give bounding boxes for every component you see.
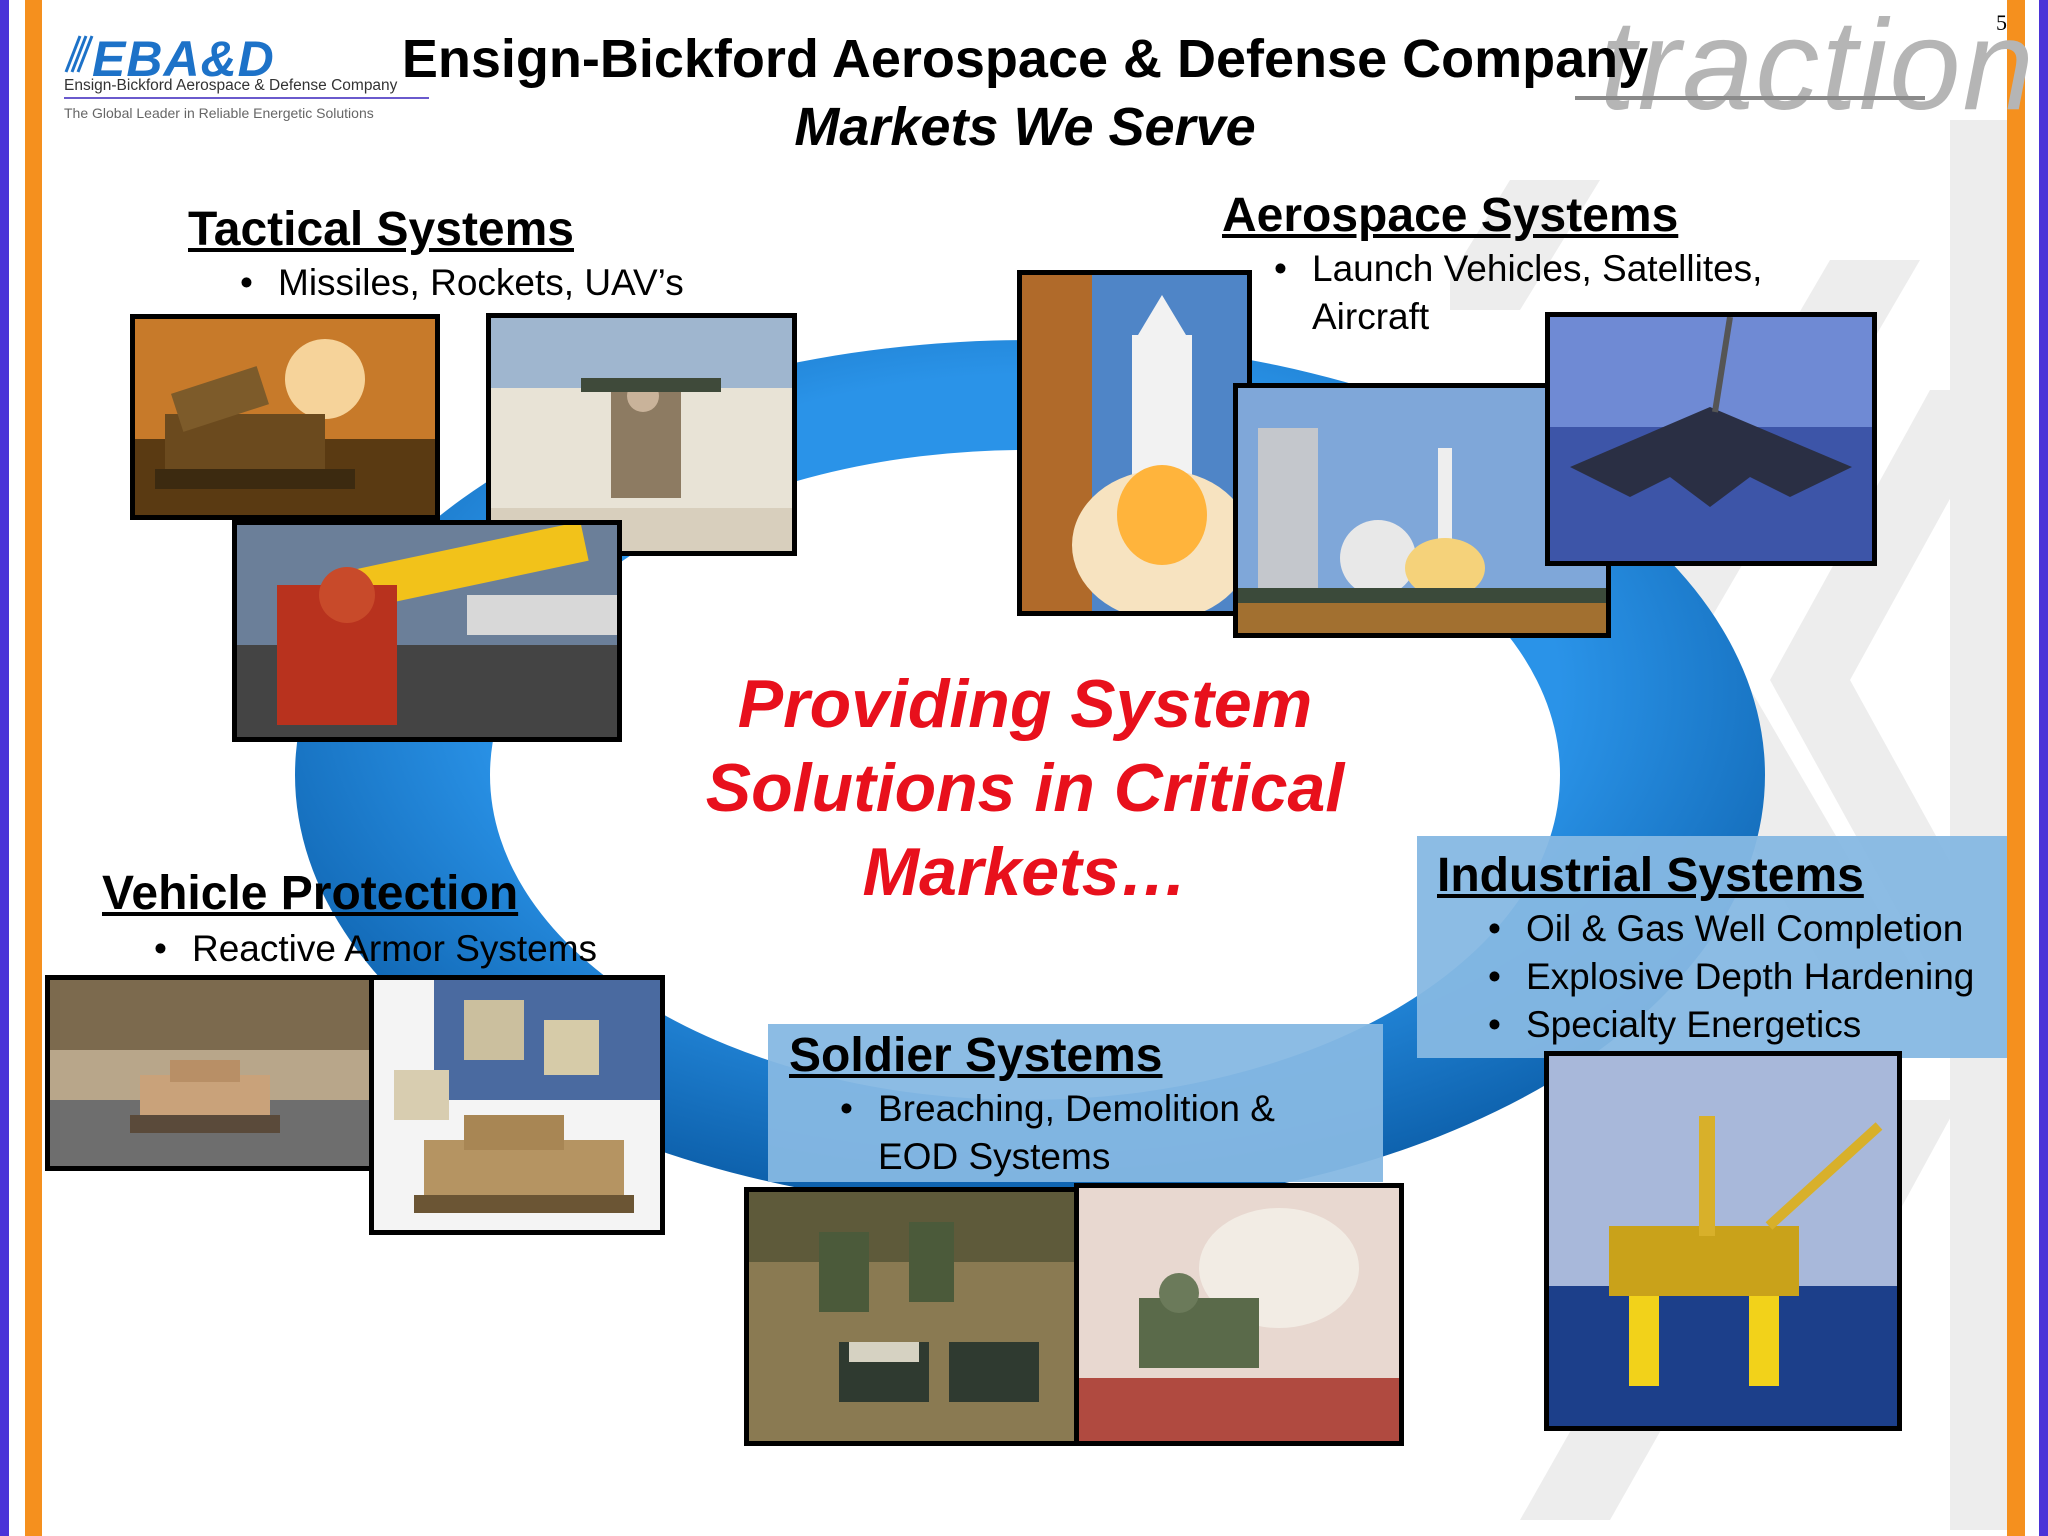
center-message-line-1: Providing System [737, 666, 1313, 742]
center-message: Providing System Solutions in Critical M… [620, 662, 1430, 914]
aerospace-heading: Aerospace Systems [1222, 189, 1679, 242]
photo-tank [45, 975, 375, 1171]
vehicle-bullet: Reactive Armor Systems [154, 928, 597, 970]
logo-divider [64, 97, 429, 99]
right-orange-border [2007, 0, 2025, 1536]
tactical-heading: Tactical Systems [188, 203, 574, 256]
photo-armor-systems [369, 975, 665, 1235]
aerospace-bullet-1: Launch Vehicles, Satellites, [1274, 248, 1762, 290]
photo-soldier-launcher [486, 313, 797, 556]
photo-launch-pad [1233, 383, 1611, 638]
photo-soldiers-demolition [744, 1187, 1084, 1446]
slide-subtitle: Markets We Serve [794, 97, 1256, 157]
aerospace-bullet-continuation: Aircraft [1312, 296, 1430, 337]
logo-stripes-icon [64, 35, 94, 73]
center-message-line-3: Markets… [862, 834, 1188, 910]
logo-company-name: Ensign-Bickford Aerospace & Defense Comp… [64, 77, 398, 94]
logo-wordmark: EBA&D [92, 31, 275, 87]
industrial-bullet-2: Explosive Depth Hardening [1488, 956, 1974, 998]
photo-stealth-bomber [1545, 312, 1877, 566]
center-message-line-2: Solutions in Critical [705, 750, 1345, 826]
photo-space-shuttle [1017, 270, 1252, 616]
tactical-bullet: Missiles, Rockets, UAV’s [240, 262, 684, 304]
logo-tagline: The Global Leader in Reliable Energetic … [64, 105, 374, 121]
photo-missile-loading [232, 520, 622, 742]
vehicle-heading: Vehicle Protection [102, 867, 519, 920]
soldier-heading: Soldier Systems [789, 1029, 1163, 1082]
partner-logo-underline [1575, 96, 1925, 100]
photo-rocket-launcher [130, 314, 440, 520]
slide-title: Ensign-Bickford Aerospace & Defense Comp… [401, 29, 1649, 89]
soldier-bullet-1: Breaching, Demolition & [840, 1088, 1275, 1130]
soldier-bullet-continuation: EOD Systems [878, 1136, 1111, 1177]
partner-logo: traction [1600, 0, 2036, 137]
right-blue-border [2039, 0, 2048, 1536]
industrial-heading: Industrial Systems [1437, 849, 1864, 902]
left-orange-border [25, 0, 42, 1536]
left-blue-border [0, 0, 9, 1536]
industrial-bullet-1: Oil & Gas Well Completion [1488, 908, 1963, 950]
page-number: 5 [1996, 10, 2007, 35]
photo-soldier-breaching [1074, 1183, 1404, 1446]
industrial-bullet-3: Specialty Energetics [1488, 1004, 1861, 1046]
photo-oil-platform [1544, 1051, 1902, 1431]
